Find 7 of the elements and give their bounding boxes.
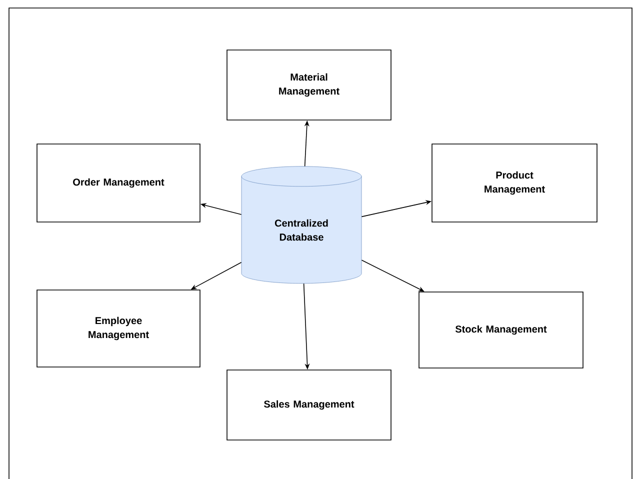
process-box: Stock Management xyxy=(418,292,584,368)
process-box: Material Management xyxy=(226,50,392,120)
process-box: Sales Management xyxy=(226,370,392,440)
database-cylinder: Centralized Database xyxy=(241,166,362,284)
process-box: Employee Management xyxy=(36,290,200,368)
process-box: Product Management xyxy=(432,144,598,222)
process-box: Order Management xyxy=(36,144,200,222)
